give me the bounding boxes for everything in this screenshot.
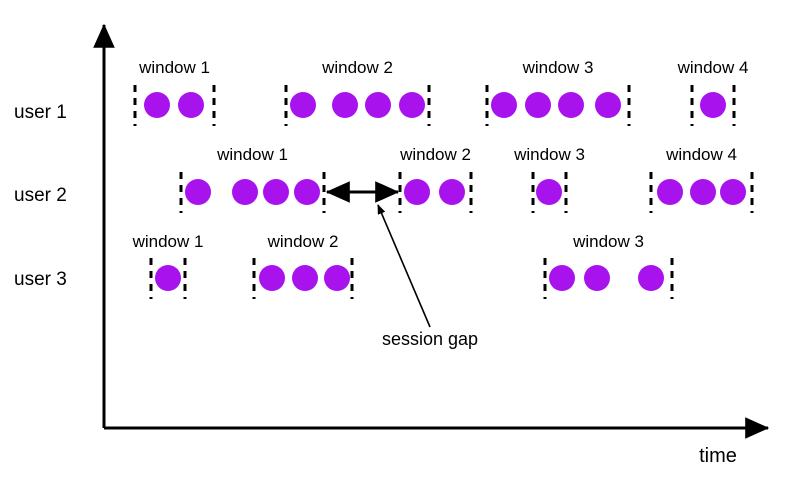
event-dot: [144, 92, 170, 118]
event-dot: [558, 92, 584, 118]
session-gap-leader-line: [377, 204, 431, 328]
window-group: window 3: [485, 58, 631, 126]
event-dot: [259, 265, 285, 291]
window-group: window 4: [649, 145, 754, 213]
event-dot: [584, 265, 610, 291]
event-dot: [185, 179, 211, 205]
event-dot: [595, 92, 621, 118]
event-dot: [399, 92, 425, 118]
window-group: window 3: [513, 145, 585, 213]
event-dot: [439, 179, 465, 205]
window-label: window 4: [677, 58, 749, 77]
event-dot: [525, 92, 551, 118]
window-group: window 2: [398, 145, 473, 213]
axes: time: [93, 23, 770, 467]
event-dot: [294, 179, 320, 205]
window-group: window 1: [179, 145, 326, 213]
event-dot: [324, 265, 350, 291]
window-label: window 1: [132, 232, 204, 251]
event-dot: [178, 92, 204, 118]
window-label: window 3: [522, 58, 594, 77]
event-dot: [263, 179, 289, 205]
window-group: window 1: [132, 232, 204, 299]
event-dot: [549, 265, 575, 291]
annotation-session-gap: session gap: [325, 181, 478, 349]
user-row: user 1 window 1 window 2 window 3 window 4: [14, 58, 748, 126]
window-group: window 2: [284, 58, 431, 126]
user-label-3: user 3: [14, 269, 67, 290]
event-dot: [404, 179, 430, 205]
window-label: window 3: [513, 145, 585, 164]
event-dot: [292, 265, 318, 291]
window-label: window 1: [138, 58, 210, 77]
window-group: window 1: [133, 58, 216, 126]
user-row: user 2 window 1 window 2 window 3 window 4: [14, 145, 754, 213]
user-row: user 3 window 1 window 2 window 3: [14, 232, 674, 299]
window-group: window 3: [543, 232, 674, 299]
window-group: window 4: [677, 58, 749, 126]
window-label: window 3: [572, 232, 644, 251]
annotations: session gap: [325, 181, 478, 349]
event-dot: [700, 92, 726, 118]
event-dot: [638, 265, 664, 291]
event-dot: [232, 179, 258, 205]
window-group: window 2: [252, 232, 354, 299]
user-label-2: user 2: [14, 185, 67, 206]
event-dot: [365, 92, 391, 118]
session-gap-label: session gap: [382, 329, 478, 349]
user-label-1: user 1: [14, 102, 67, 123]
event-dot: [657, 179, 683, 205]
event-dot: [491, 92, 517, 118]
event-dot: [332, 92, 358, 118]
window-label: window 2: [399, 145, 471, 164]
window-label: window 1: [216, 145, 288, 164]
event-dot: [690, 179, 716, 205]
event-dot: [536, 179, 562, 205]
window-label: window 4: [665, 145, 737, 164]
window-label: window 2: [267, 232, 339, 251]
event-dot: [290, 92, 316, 118]
event-dot: [720, 179, 746, 205]
x-axis-label: time: [699, 445, 737, 467]
window-label: window 2: [321, 58, 393, 77]
event-dot: [155, 265, 181, 291]
